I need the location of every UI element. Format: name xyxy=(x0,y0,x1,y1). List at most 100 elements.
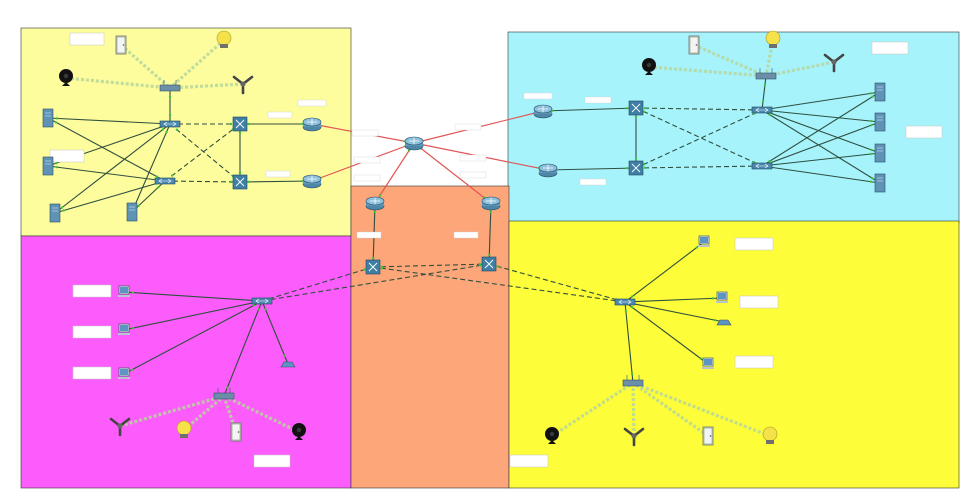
switch-icon[interactable] xyxy=(154,177,176,185)
webcam-icon[interactable] xyxy=(642,58,656,75)
tablet-icon[interactable] xyxy=(280,361,296,368)
lamp-icon[interactable] xyxy=(176,420,192,438)
link-endpoint-indicator xyxy=(131,326,135,330)
multilayer-switch-icon[interactable] xyxy=(481,256,497,272)
switch-icon[interactable] xyxy=(751,162,773,170)
home-gateway-icon[interactable] xyxy=(622,375,644,387)
wireless-link xyxy=(223,394,300,434)
link-endpoint-indicator xyxy=(869,152,873,156)
ethernet-link xyxy=(123,300,263,331)
link-label-tag xyxy=(353,156,381,164)
lamp-icon[interactable] xyxy=(765,30,781,48)
lamp-icon[interactable] xyxy=(216,30,232,48)
webcam-icon[interactable] xyxy=(292,423,306,440)
link-endpoint-indicator xyxy=(247,180,251,184)
switch-icon[interactable] xyxy=(251,297,273,305)
webcam-icon[interactable] xyxy=(59,69,73,86)
webcam-icon[interactable] xyxy=(545,427,559,444)
link-endpoint-indicator xyxy=(496,265,499,268)
switch-icon[interactable] xyxy=(614,298,636,306)
link-endpoint-indicator xyxy=(247,122,251,126)
link-endpoint-indicator xyxy=(264,308,267,311)
server-icon[interactable] xyxy=(42,108,54,128)
link-label-tag xyxy=(453,231,479,239)
ethernet-link xyxy=(761,91,881,111)
server-icon[interactable] xyxy=(874,112,886,132)
ethernet-link xyxy=(223,300,263,397)
switch-icon[interactable] xyxy=(751,106,773,114)
ethernet-link xyxy=(47,117,171,125)
door-icon[interactable] xyxy=(230,422,242,442)
router-icon[interactable] xyxy=(302,117,322,132)
pc-icon[interactable] xyxy=(702,357,714,369)
home-gateway-icon[interactable] xyxy=(755,68,777,80)
ceiling-fan-icon[interactable] xyxy=(232,75,254,95)
sticky-note xyxy=(734,237,774,251)
sticky-note xyxy=(905,125,943,139)
pc-icon[interactable] xyxy=(716,291,728,303)
ethernet-link xyxy=(761,75,767,111)
link-label-tag xyxy=(265,170,291,178)
pc-icon[interactable] xyxy=(118,323,130,335)
link-endpoint-indicator xyxy=(168,113,172,117)
home-gateway-icon[interactable] xyxy=(213,388,235,400)
multilayer-switch-icon[interactable] xyxy=(232,174,248,190)
ceiling-fan-icon[interactable] xyxy=(623,427,645,447)
link-endpoint-indicator xyxy=(625,107,629,110)
door-icon[interactable] xyxy=(702,426,714,446)
link-endpoint-indicator xyxy=(407,149,411,152)
server-icon[interactable] xyxy=(874,82,886,102)
home-gateway-icon[interactable] xyxy=(159,80,181,92)
pc-icon[interactable] xyxy=(698,235,710,247)
server-icon[interactable] xyxy=(874,173,886,193)
link-label-tag xyxy=(523,92,553,100)
door-icon[interactable] xyxy=(115,35,127,55)
wireless-link xyxy=(632,381,709,438)
ethernet-link xyxy=(54,180,166,214)
lamp-icon[interactable] xyxy=(762,426,778,444)
multilayer-switch-icon[interactable] xyxy=(232,116,248,132)
router-icon[interactable] xyxy=(302,174,322,189)
link-endpoint-indicator xyxy=(257,308,260,311)
pc-icon[interactable] xyxy=(118,285,130,297)
link-endpoint-indicator xyxy=(488,253,491,257)
switch-icon[interactable] xyxy=(159,120,181,128)
multilayer-switch-icon[interactable] xyxy=(628,160,644,176)
pc-icon[interactable] xyxy=(118,367,130,379)
link-endpoint-indicator xyxy=(380,267,384,270)
door-icon[interactable] xyxy=(688,35,700,55)
link-endpoint-indicator xyxy=(643,106,647,110)
router-icon[interactable] xyxy=(533,104,553,119)
link-endpoint-indicator xyxy=(168,95,172,99)
ethernet-link xyxy=(624,301,725,323)
tablet-icon[interactable] xyxy=(716,319,732,326)
link-endpoint-indicator xyxy=(283,354,286,357)
multilayer-switch-icon[interactable] xyxy=(628,100,644,116)
wireless-link xyxy=(631,382,636,437)
server-icon[interactable] xyxy=(874,143,886,163)
ceiling-fan-icon[interactable] xyxy=(823,53,845,73)
link-label-tag xyxy=(584,96,612,104)
link-endpoint-indicator xyxy=(870,123,873,127)
link-label-tag xyxy=(459,171,487,179)
server-icon[interactable] xyxy=(49,203,61,223)
server-icon[interactable] xyxy=(126,202,138,222)
link-endpoint-indicator xyxy=(634,115,638,119)
link-endpoint-indicator xyxy=(768,113,771,116)
link-endpoint-indicator xyxy=(137,204,140,208)
ceiling-fan-icon[interactable] xyxy=(109,417,131,437)
router-icon[interactable] xyxy=(538,163,558,178)
sticky-note xyxy=(69,32,105,46)
multilayer-switch-icon[interactable] xyxy=(365,259,381,275)
wireless-link xyxy=(693,43,767,78)
router-icon[interactable] xyxy=(481,196,501,211)
link-endpoint-indicator xyxy=(130,368,134,371)
router-icon[interactable] xyxy=(365,196,385,211)
router-icon[interactable] xyxy=(404,136,424,151)
server-icon[interactable] xyxy=(42,156,54,176)
link-label-tag xyxy=(353,174,381,182)
link-endpoint-indicator xyxy=(378,194,382,197)
link-endpoint-indicator xyxy=(226,386,229,389)
ethernet-link xyxy=(761,121,881,167)
crossover-link xyxy=(372,263,490,268)
